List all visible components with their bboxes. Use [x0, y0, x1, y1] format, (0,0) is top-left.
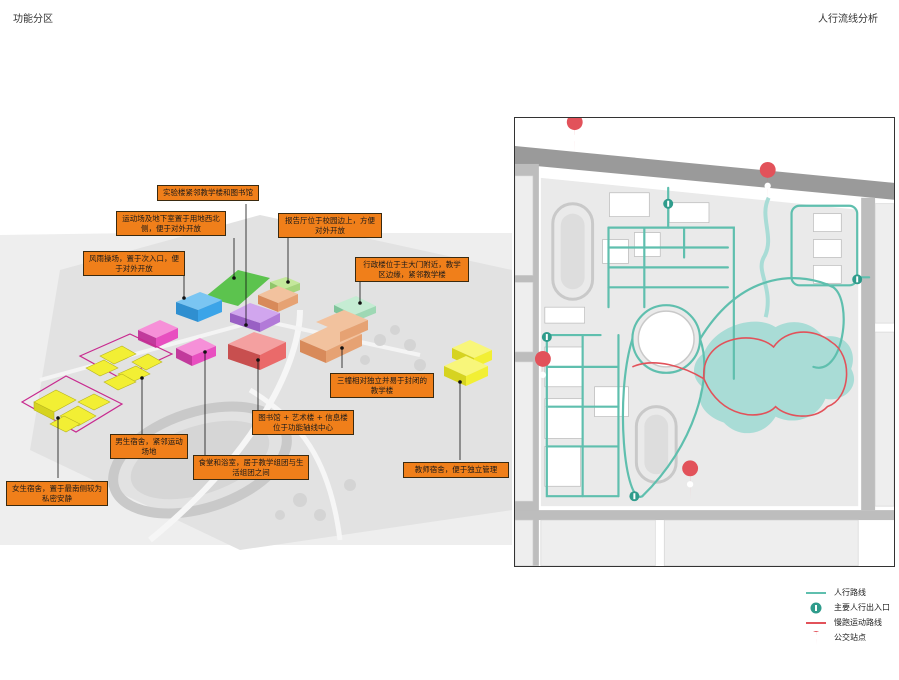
legend-label: 人行路线	[834, 588, 866, 597]
outer-blocks	[515, 175, 894, 566]
callout-boys-dorm: 男生宿舍，紧邻运动场地	[110, 434, 188, 459]
lower-track-field	[644, 414, 669, 475]
bus-stop-west	[534, 350, 551, 391]
pedestrian-routes	[545, 186, 871, 498]
bus-stop-north-west	[566, 118, 583, 154]
bus-stop-north-east	[759, 161, 776, 202]
road-south	[515, 510, 894, 521]
leader-dots	[56, 276, 462, 420]
entry-icons	[541, 198, 863, 502]
callout-lab: 实验楼紧邻教学楼和图书馆	[157, 185, 259, 201]
callout-auditorium: 报告厅位于校园边上，方便对外开放	[278, 213, 382, 238]
lab-block	[230, 303, 280, 332]
bus-stop-icon	[813, 631, 819, 645]
legend-label: 主要人行出入口	[834, 603, 890, 612]
callout-teaching: 三幢相对独立并易于封闭的教学楼	[330, 373, 434, 398]
entry-icon-north	[663, 198, 674, 209]
entry-icon-south	[629, 491, 640, 502]
legend-label: 公交站点	[834, 633, 866, 642]
canteen-block	[138, 320, 216, 366]
road-east	[861, 197, 876, 511]
teal-line-icon	[806, 592, 826, 594]
bus-stop-icons	[534, 118, 776, 501]
creek	[759, 196, 771, 318]
callout-rain-hall: 风雨操场，置于次入口，便于对外开放	[83, 251, 185, 276]
leader-lines	[57, 204, 461, 478]
right-page-title: 人行流线分析	[818, 14, 878, 25]
bus-stop-south	[682, 460, 699, 501]
campus-road-2	[248, 387, 343, 541]
callout-teachers-dorm: 教师宿舍，便于独立管理	[403, 462, 509, 478]
central-plaza	[637, 310, 695, 368]
red-line-icon	[806, 622, 826, 624]
teaching-blocks	[300, 310, 368, 363]
boys-dorm-blocks	[85, 345, 163, 391]
pedestrian-flow-plan	[514, 117, 895, 567]
sports-field-green	[205, 270, 270, 306]
girls-dorm-blocks	[33, 389, 111, 433]
upper-track-field	[560, 213, 585, 290]
jogging-route	[632, 331, 848, 417]
upper-track	[551, 202, 595, 301]
left-page-title: 功能分区	[13, 14, 53, 25]
building-footprints	[544, 192, 842, 487]
entry-icon	[810, 602, 822, 614]
library-block	[228, 332, 286, 370]
road-north	[515, 146, 894, 200]
rain-hall-block	[176, 292, 222, 322]
legend-label: 慢跑运动路线	[834, 618, 882, 627]
entry-icon-west	[541, 332, 552, 342]
callout-girls-dorm: 女生宿舍，置于最南侧较为私密安静	[6, 481, 108, 506]
callout-sports: 运动场及地下室置于用地西北侧，便于对外开放	[116, 211, 226, 236]
callout-admin: 行政楼位于主大门附近，教学区边缘，紧邻教学楼	[355, 257, 469, 282]
auditorium-block	[258, 277, 300, 312]
callout-canteen: 食堂和浴室，居于教学组团与生活组团之间	[193, 455, 309, 480]
tree-texture	[275, 325, 426, 521]
callout-library: 图书馆 + 艺术楼 + 信息楼位于功能轴线中心	[252, 410, 354, 435]
entry-icon-east	[852, 274, 863, 285]
